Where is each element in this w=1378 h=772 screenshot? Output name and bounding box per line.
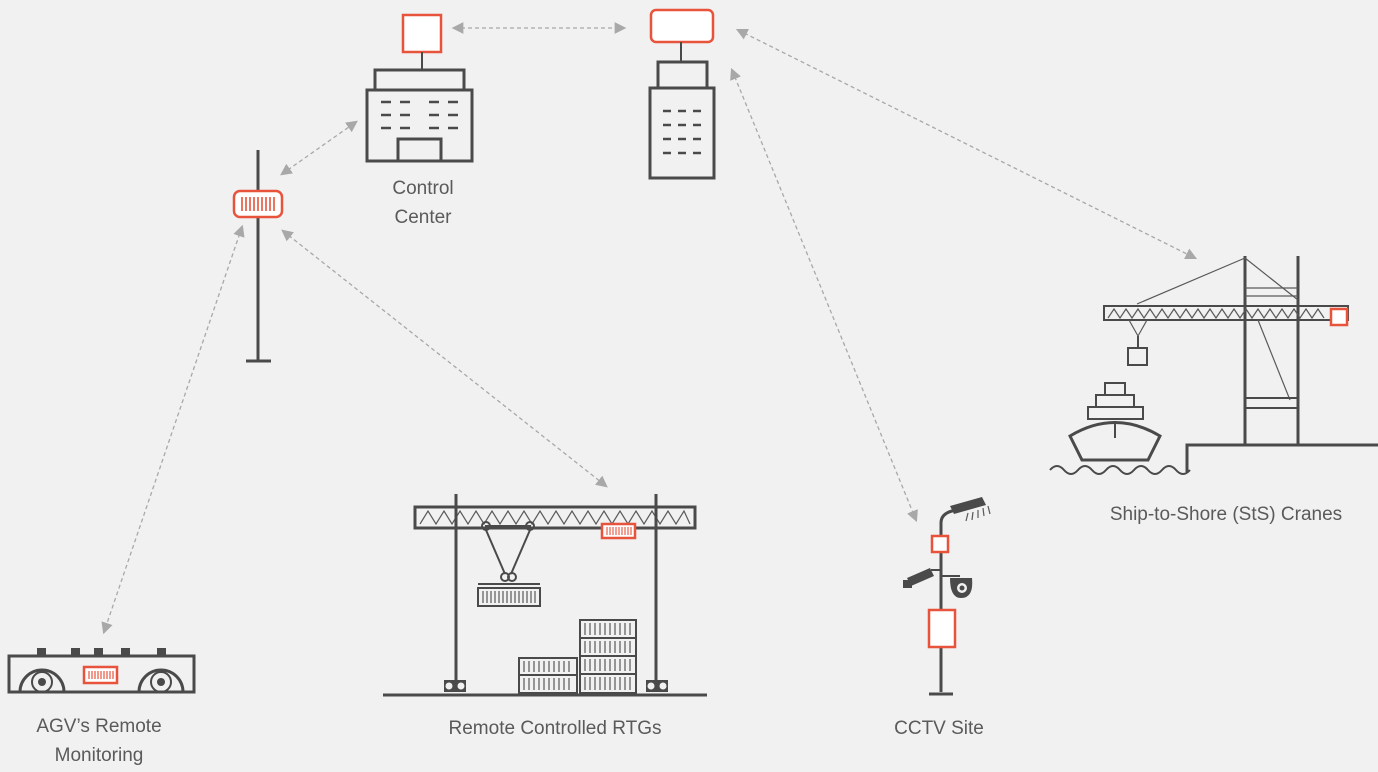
link-pole-to-rtg (281, 229, 608, 488)
agv-label-line2: Monitoring (54, 745, 144, 766)
sts-crane-ship-icon (1049, 256, 1378, 475)
control-center-label: Control Center (364, 174, 482, 232)
sts-label: Ship-to-Shore (StS) Cranes (1109, 504, 1343, 525)
rtg-label: Remote Controlled RTGs (448, 718, 662, 739)
agv-label: AGV’s Remote Monitoring (14, 712, 184, 770)
control-center-label-line1: Control (392, 178, 454, 199)
building-with-radio-icon (365, 13, 474, 163)
connector-links (101, 22, 1198, 635)
tower-building-with-radio-icon (648, 8, 716, 180)
link-tower-to-sts (735, 28, 1198, 260)
link-pole-to-agv (101, 224, 245, 635)
link-tower-to-cctv (730, 67, 918, 523)
cctv-label: CCTV Site (894, 718, 984, 739)
agv-label-line1: AGV’s Remote (36, 716, 162, 737)
agv-vehicle-icon (7, 648, 196, 694)
link-pole-to-control (280, 120, 358, 176)
cctv-pole-icon (903, 497, 991, 696)
gantry-crane-icon (383, 494, 707, 697)
pole-with-radio-icon (232, 150, 284, 363)
control-center-label-line2: Center (394, 207, 452, 228)
